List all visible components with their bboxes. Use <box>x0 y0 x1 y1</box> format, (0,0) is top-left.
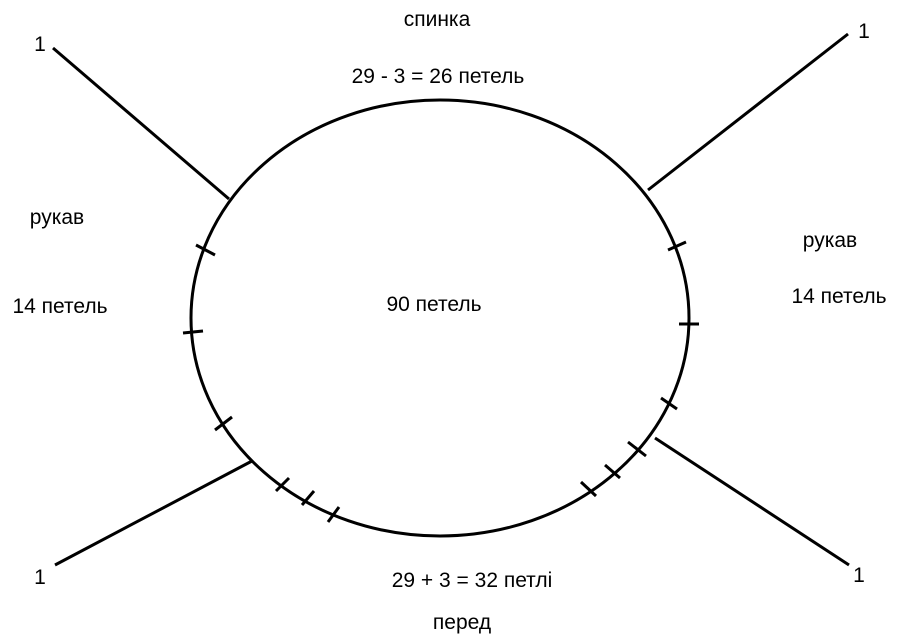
stitch-marker <box>182 329 204 335</box>
raglan-line-bottom-left <box>54 459 253 567</box>
stitch-marker <box>579 480 598 498</box>
stitch-marker <box>214 415 233 432</box>
raglan-line-top-right <box>647 32 849 192</box>
stitch-marker <box>627 440 647 458</box>
front-stitch-count: 29 + 3 = 32 петлі <box>391 569 553 592</box>
raglan-marker-top-left: 1 <box>34 33 46 56</box>
right-sleeve-label: рукав <box>802 229 858 252</box>
back-stitch-count: 29 - 3 = 26 петель <box>351 65 525 88</box>
left-sleeve-label: рукав <box>29 206 85 229</box>
front-label: перед <box>432 611 492 634</box>
raglan-line-top-left <box>52 46 230 201</box>
raglan-marker-bottom-left: 1 <box>34 566 46 589</box>
total-stitch-count: 90 петель <box>386 293 482 316</box>
raglan-marker-top-right: 1 <box>858 20 870 43</box>
stitch-markers <box>182 240 699 523</box>
raglan-marker-bottom-right: 1 <box>853 564 865 587</box>
left-sleeve-stitch-count: 14 петель <box>12 295 108 318</box>
stitch-marker <box>195 243 216 257</box>
right-sleeve-stitch-count: 14 петель <box>791 285 887 308</box>
back-label: спинка <box>403 8 471 31</box>
raglan-line-bottom-right <box>654 436 850 567</box>
stitch-marker <box>667 240 687 252</box>
stitch-marker <box>604 463 621 480</box>
stitch-marker <box>300 490 316 506</box>
stitch-marker <box>274 476 291 493</box>
neckline-circle <box>189 98 691 538</box>
stitch-marker <box>326 506 341 523</box>
stitch-marker <box>660 396 678 411</box>
